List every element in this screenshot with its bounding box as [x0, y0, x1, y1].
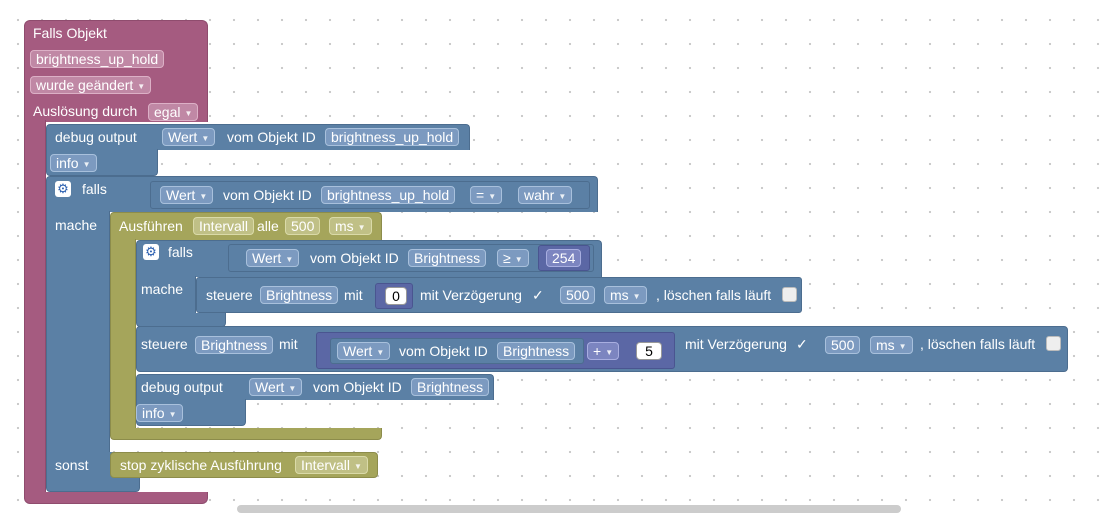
gear-icon[interactable]: ⚙ [55, 181, 71, 197]
if-label: falls [168, 244, 193, 260]
compare-value-dropdown[interactable]: Wert▼ [160, 186, 214, 204]
debug-output-label: debug output [55, 129, 137, 145]
trigger-change-dropdown[interactable]: wurde geändert▼ [30, 76, 152, 94]
compare-object-field[interactable]: Brightness [408, 249, 487, 267]
chevron-down-icon: ▼ [201, 134, 210, 143]
clear-checkbox[interactable] [1046, 336, 1061, 351]
if-block-do-spine [46, 211, 110, 453]
trigger-block-bottom [24, 492, 208, 504]
of-object-label: vom Objekt ID [227, 129, 316, 145]
debug-value-dropdown[interactable]: Wert▼ [249, 378, 303, 396]
do-label: mache [141, 281, 184, 297]
of-object-label: vom Objekt ID [399, 343, 488, 359]
delay-label: mit Verzögerung [685, 336, 787, 352]
compare-value-dropdown[interactable]: Wert▼ [246, 249, 300, 267]
number-field[interactable]: 254 [546, 249, 582, 267]
else-label: sonst [55, 457, 89, 473]
delay-unit-dropdown[interactable]: ms▼ [604, 286, 647, 304]
interval-run-label: Ausführen [119, 218, 183, 234]
horizontal-scrollbar[interactable] [237, 505, 901, 513]
inner-if-block-spine [136, 276, 196, 314]
debug-object-field[interactable]: Brightness [411, 378, 490, 396]
delay-label: mit Verzögerung [420, 287, 522, 303]
interval-unit-dropdown[interactable]: ms▼ [329, 217, 372, 235]
delay-field[interactable]: 500 [825, 336, 861, 354]
math-number-field[interactable]: 5 [636, 342, 662, 360]
chevron-down-icon: ▼ [514, 255, 523, 264]
chevron-down-icon: ▼ [199, 192, 208, 201]
if-label: falls [82, 181, 107, 197]
trigger-title: Falls Objekt [33, 25, 107, 41]
do-label: mache [55, 217, 98, 233]
set-label: steuere [206, 287, 253, 303]
gear-icon[interactable]: ⚙ [143, 244, 159, 260]
if-block-bottom [46, 477, 140, 492]
trigger-by-label: Auslösung durch [33, 103, 138, 119]
trigger-by-dropdown[interactable]: egal▼ [148, 103, 199, 121]
compare-operator-dropdown[interactable]: =▼ [470, 186, 503, 204]
math-operator-dropdown[interactable]: +▼ [587, 342, 620, 360]
debug-level-dropdown[interactable]: info▼ [136, 404, 183, 422]
chevron-down-icon: ▼ [632, 292, 641, 301]
of-object-label: vom Objekt ID [310, 250, 399, 266]
clear-checkbox[interactable] [782, 287, 797, 302]
of-object-label: vom Objekt ID [223, 187, 312, 203]
interval-block-bottom [110, 428, 382, 440]
compare-operator-dropdown[interactable]: ≥▼ [497, 249, 529, 267]
chevron-down-icon: ▼ [376, 348, 385, 357]
debug-level-dropdown[interactable]: info▼ [50, 154, 97, 172]
chevron-down-icon: ▼ [168, 410, 177, 419]
set-label: steuere [141, 336, 188, 352]
chevron-down-icon: ▼ [288, 384, 297, 393]
boolean-dropdown[interactable]: wahr▼ [518, 186, 573, 204]
delay-field[interactable]: 500 [560, 286, 596, 304]
interval-block-spine [110, 239, 136, 429]
clear-label: , löschen falls läuft [920, 336, 1036, 352]
chevron-down-icon: ▼ [898, 342, 907, 351]
chevron-down-icon: ▼ [605, 348, 614, 357]
stop-interval-dropdown[interactable]: Intervall▼ [295, 456, 368, 474]
chevron-down-icon: ▼ [137, 82, 146, 91]
value-field[interactable]: 0 [385, 287, 407, 305]
of-object-label: vom Objekt ID [313, 379, 402, 395]
compare-object-field[interactable]: brightness_up_hold [321, 186, 456, 204]
chevron-down-icon: ▼ [82, 160, 91, 169]
chevron-down-icon: ▼ [558, 192, 567, 201]
chevron-down-icon: ▼ [488, 192, 497, 201]
math-object-field[interactable]: Brightness [497, 342, 576, 360]
with-label: mit [344, 287, 363, 303]
clear-label: , löschen falls läuft [656, 287, 772, 303]
delay-unit-dropdown[interactable]: ms▼ [870, 336, 913, 354]
checkmark-icon[interactable]: ✓ [796, 336, 808, 352]
chevron-down-icon: ▼ [354, 462, 362, 471]
debug-object-field[interactable]: brightness_up_hold [325, 128, 460, 146]
interval-name-field[interactable]: Intervall [193, 217, 255, 235]
chevron-down-icon: ▼ [285, 255, 294, 264]
interval-ms-field[interactable]: 500 [285, 217, 321, 235]
debug-output-label: debug output [141, 379, 223, 395]
chevron-down-icon: ▼ [184, 109, 193, 118]
trigger-block-spine [24, 120, 46, 494]
set-object-field[interactable]: Brightness [195, 336, 274, 354]
chevron-down-icon: ▼ [357, 223, 366, 232]
stop-label: stop zyklische Ausführung [120, 457, 282, 473]
inner-if-block-bottom [136, 313, 226, 327]
trigger-object-field[interactable]: brightness_up_hold [30, 50, 165, 68]
checkmark-icon[interactable]: ✓ [532, 287, 544, 303]
math-value-dropdown[interactable]: Wert▼ [337, 342, 391, 360]
set-object-field[interactable]: Brightness [260, 286, 339, 304]
with-label: mit [279, 336, 298, 352]
debug-value-dropdown[interactable]: Wert▼ [162, 128, 216, 146]
interval-every-label: alle [257, 218, 279, 234]
